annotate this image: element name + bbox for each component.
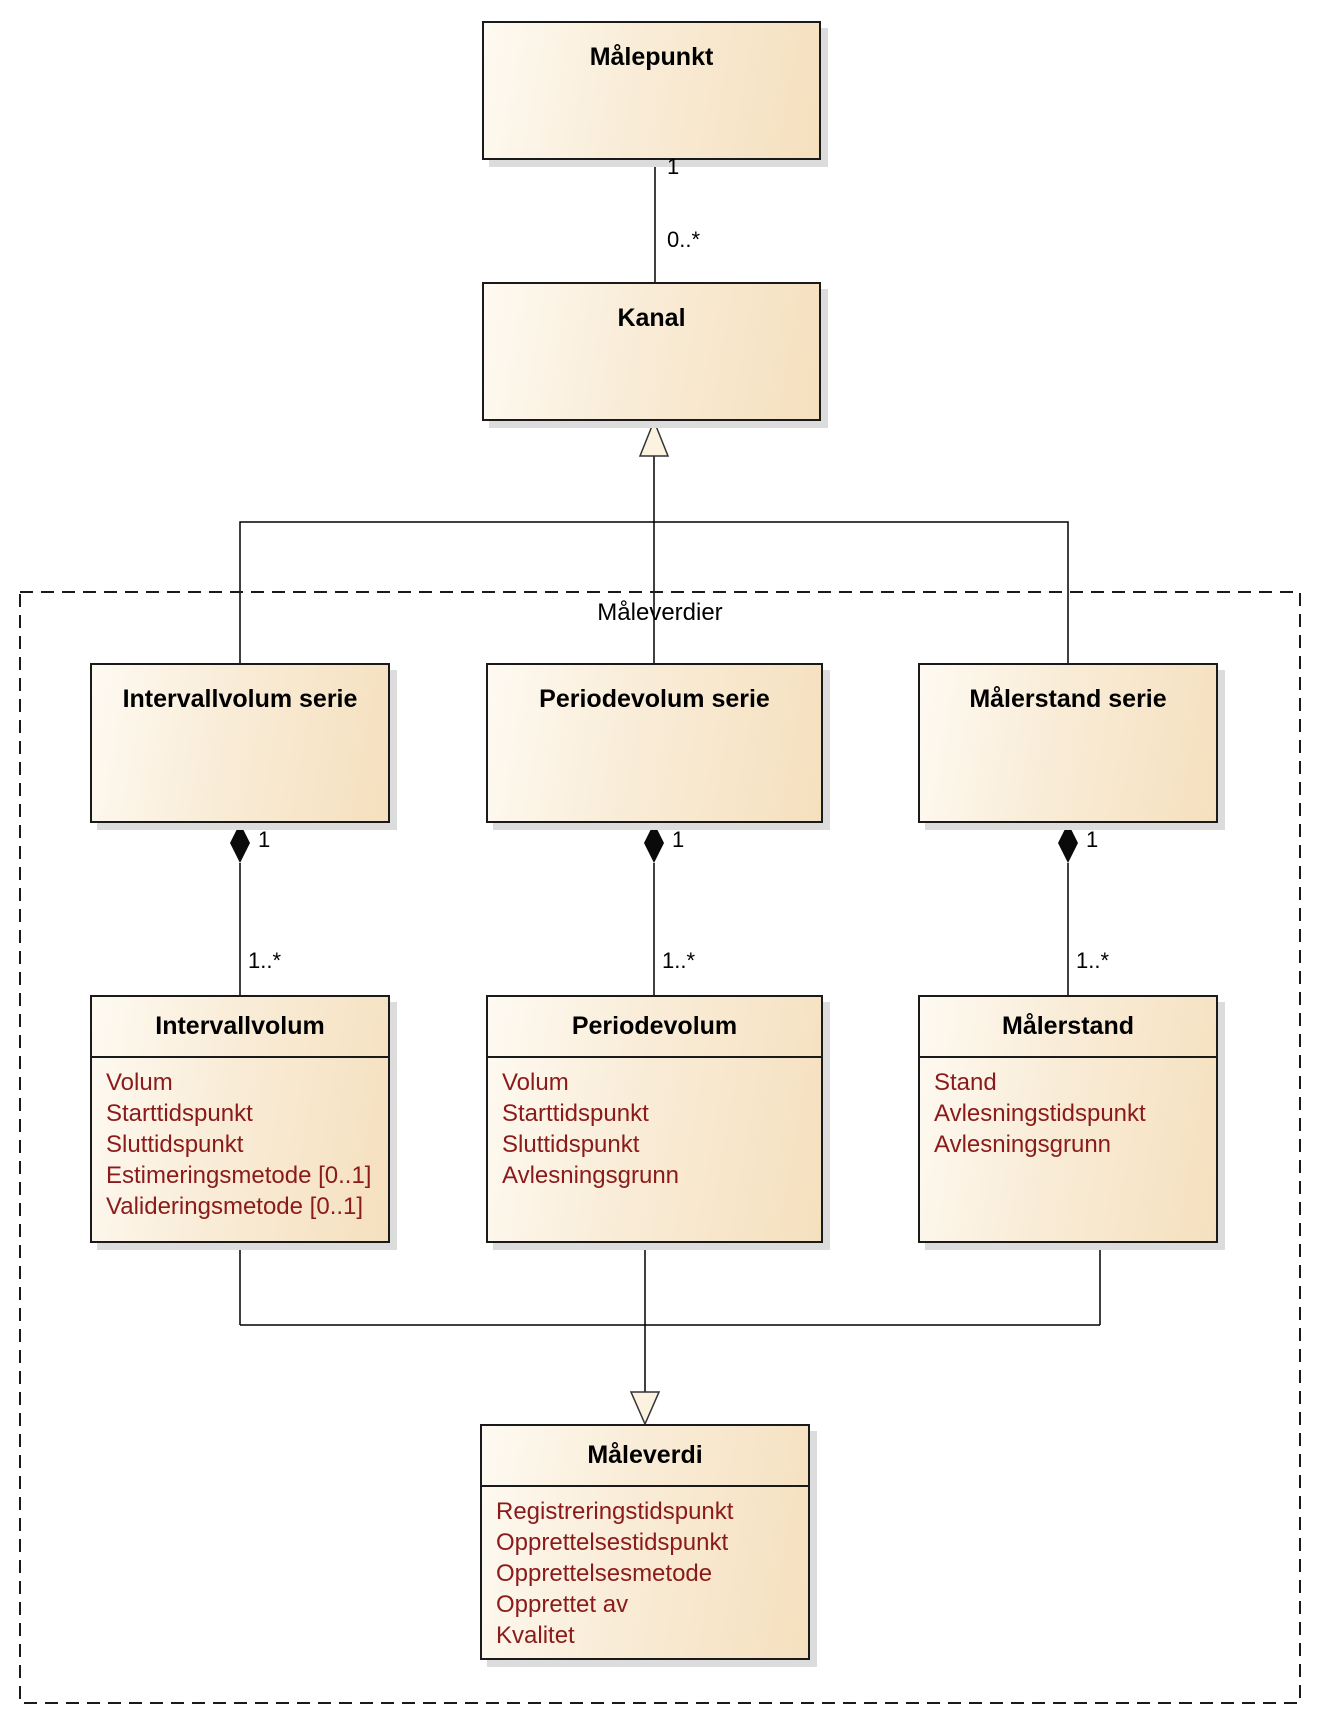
attribute-item: Stand (934, 1069, 997, 1096)
class-title: Målepunkt (589, 43, 714, 71)
attribute-item: Opprettet av (496, 1591, 629, 1618)
class-title: Målerstand (1002, 1012, 1134, 1041)
composition-diamond-intervallvolum (230, 823, 250, 863)
composition-diamond-malerstand (1058, 823, 1078, 863)
attribute-item: Starttidspunkt (502, 1100, 649, 1127)
attribute-item: Registreringstidspunkt (496, 1498, 734, 1525)
attribute-item: Volum (502, 1069, 569, 1096)
attribute-item: Sluttidspunkt (106, 1131, 244, 1158)
class-header: Målerstand (920, 997, 1216, 1058)
attribute-item: Valideringsmetode [0..1] (106, 1193, 364, 1220)
maleverdier-frame-label: Måleverdier (597, 599, 723, 626)
composition-diamond-periodevolum (644, 823, 664, 863)
attribute-item: Avlesningsgrunn (502, 1162, 680, 1189)
attribute-item: Sluttidspunkt (502, 1131, 640, 1158)
multiplicity-periodevolum-target: 1..* (662, 948, 696, 973)
attribute-item: Opprettelsesmetode (496, 1560, 713, 1587)
attribute-item: Kvalitet (496, 1622, 575, 1649)
multiplicity-periodevolum-serie-source: 1 (672, 827, 685, 852)
class-header: Intervallvolum (92, 997, 388, 1058)
class-title: Kanal (617, 304, 686, 332)
class-box-malepunkt: Målepunkt (482, 21, 821, 160)
class-title: Periodevolum serie (539, 685, 770, 713)
attribute-item: Opprettelsestidspunkt (496, 1529, 729, 1556)
class-header: Periodevolum (488, 997, 821, 1058)
multiplicity-intervallvolum-target: 1..* (248, 948, 282, 973)
class-box-periodevolum-serie: Periodevolum serie (486, 663, 823, 823)
class-title: Intervallvolum serie (122, 685, 358, 713)
multiplicity-intervallvolum-serie-source: 1 (258, 827, 271, 852)
attribute-item: Avlesningsgrunn (934, 1131, 1112, 1158)
attribute-item: Starttidspunkt (106, 1100, 253, 1127)
class-title: Måleverdi (587, 1441, 703, 1470)
multiplicity-kanal-target: 0..* (667, 227, 701, 252)
class-header: Måleverdi (482, 1426, 808, 1487)
attribute-item: Volum (106, 1069, 173, 1096)
generalization-kanal-arrow (638, 418, 670, 457)
attribute-item: Avlesningstidspunkt (934, 1100, 1146, 1127)
multiplicity-malerstand-target: 1..* (1076, 948, 1110, 973)
multiplicity-malerstand-serie-source: 1 (1086, 827, 1099, 852)
class-box-intervallvolum-serie: Intervallvolum serie (90, 663, 390, 823)
class-box-malerstand-serie: Målerstand serie (918, 663, 1218, 823)
class-title: Målerstand serie (969, 685, 1167, 713)
class-box-kanal: Kanal (482, 282, 821, 421)
multiplicity-malepunkt-source: 1 (667, 154, 680, 179)
class-title: Intervallvolum (155, 1012, 325, 1041)
attribute-item: Estimeringsmetode [0..1] (106, 1162, 372, 1189)
class-title: Periodevolum (571, 1012, 738, 1041)
maleverdier-frame (19, 591, 1301, 1704)
generalization-maleverdi-arrow (629, 1391, 661, 1426)
